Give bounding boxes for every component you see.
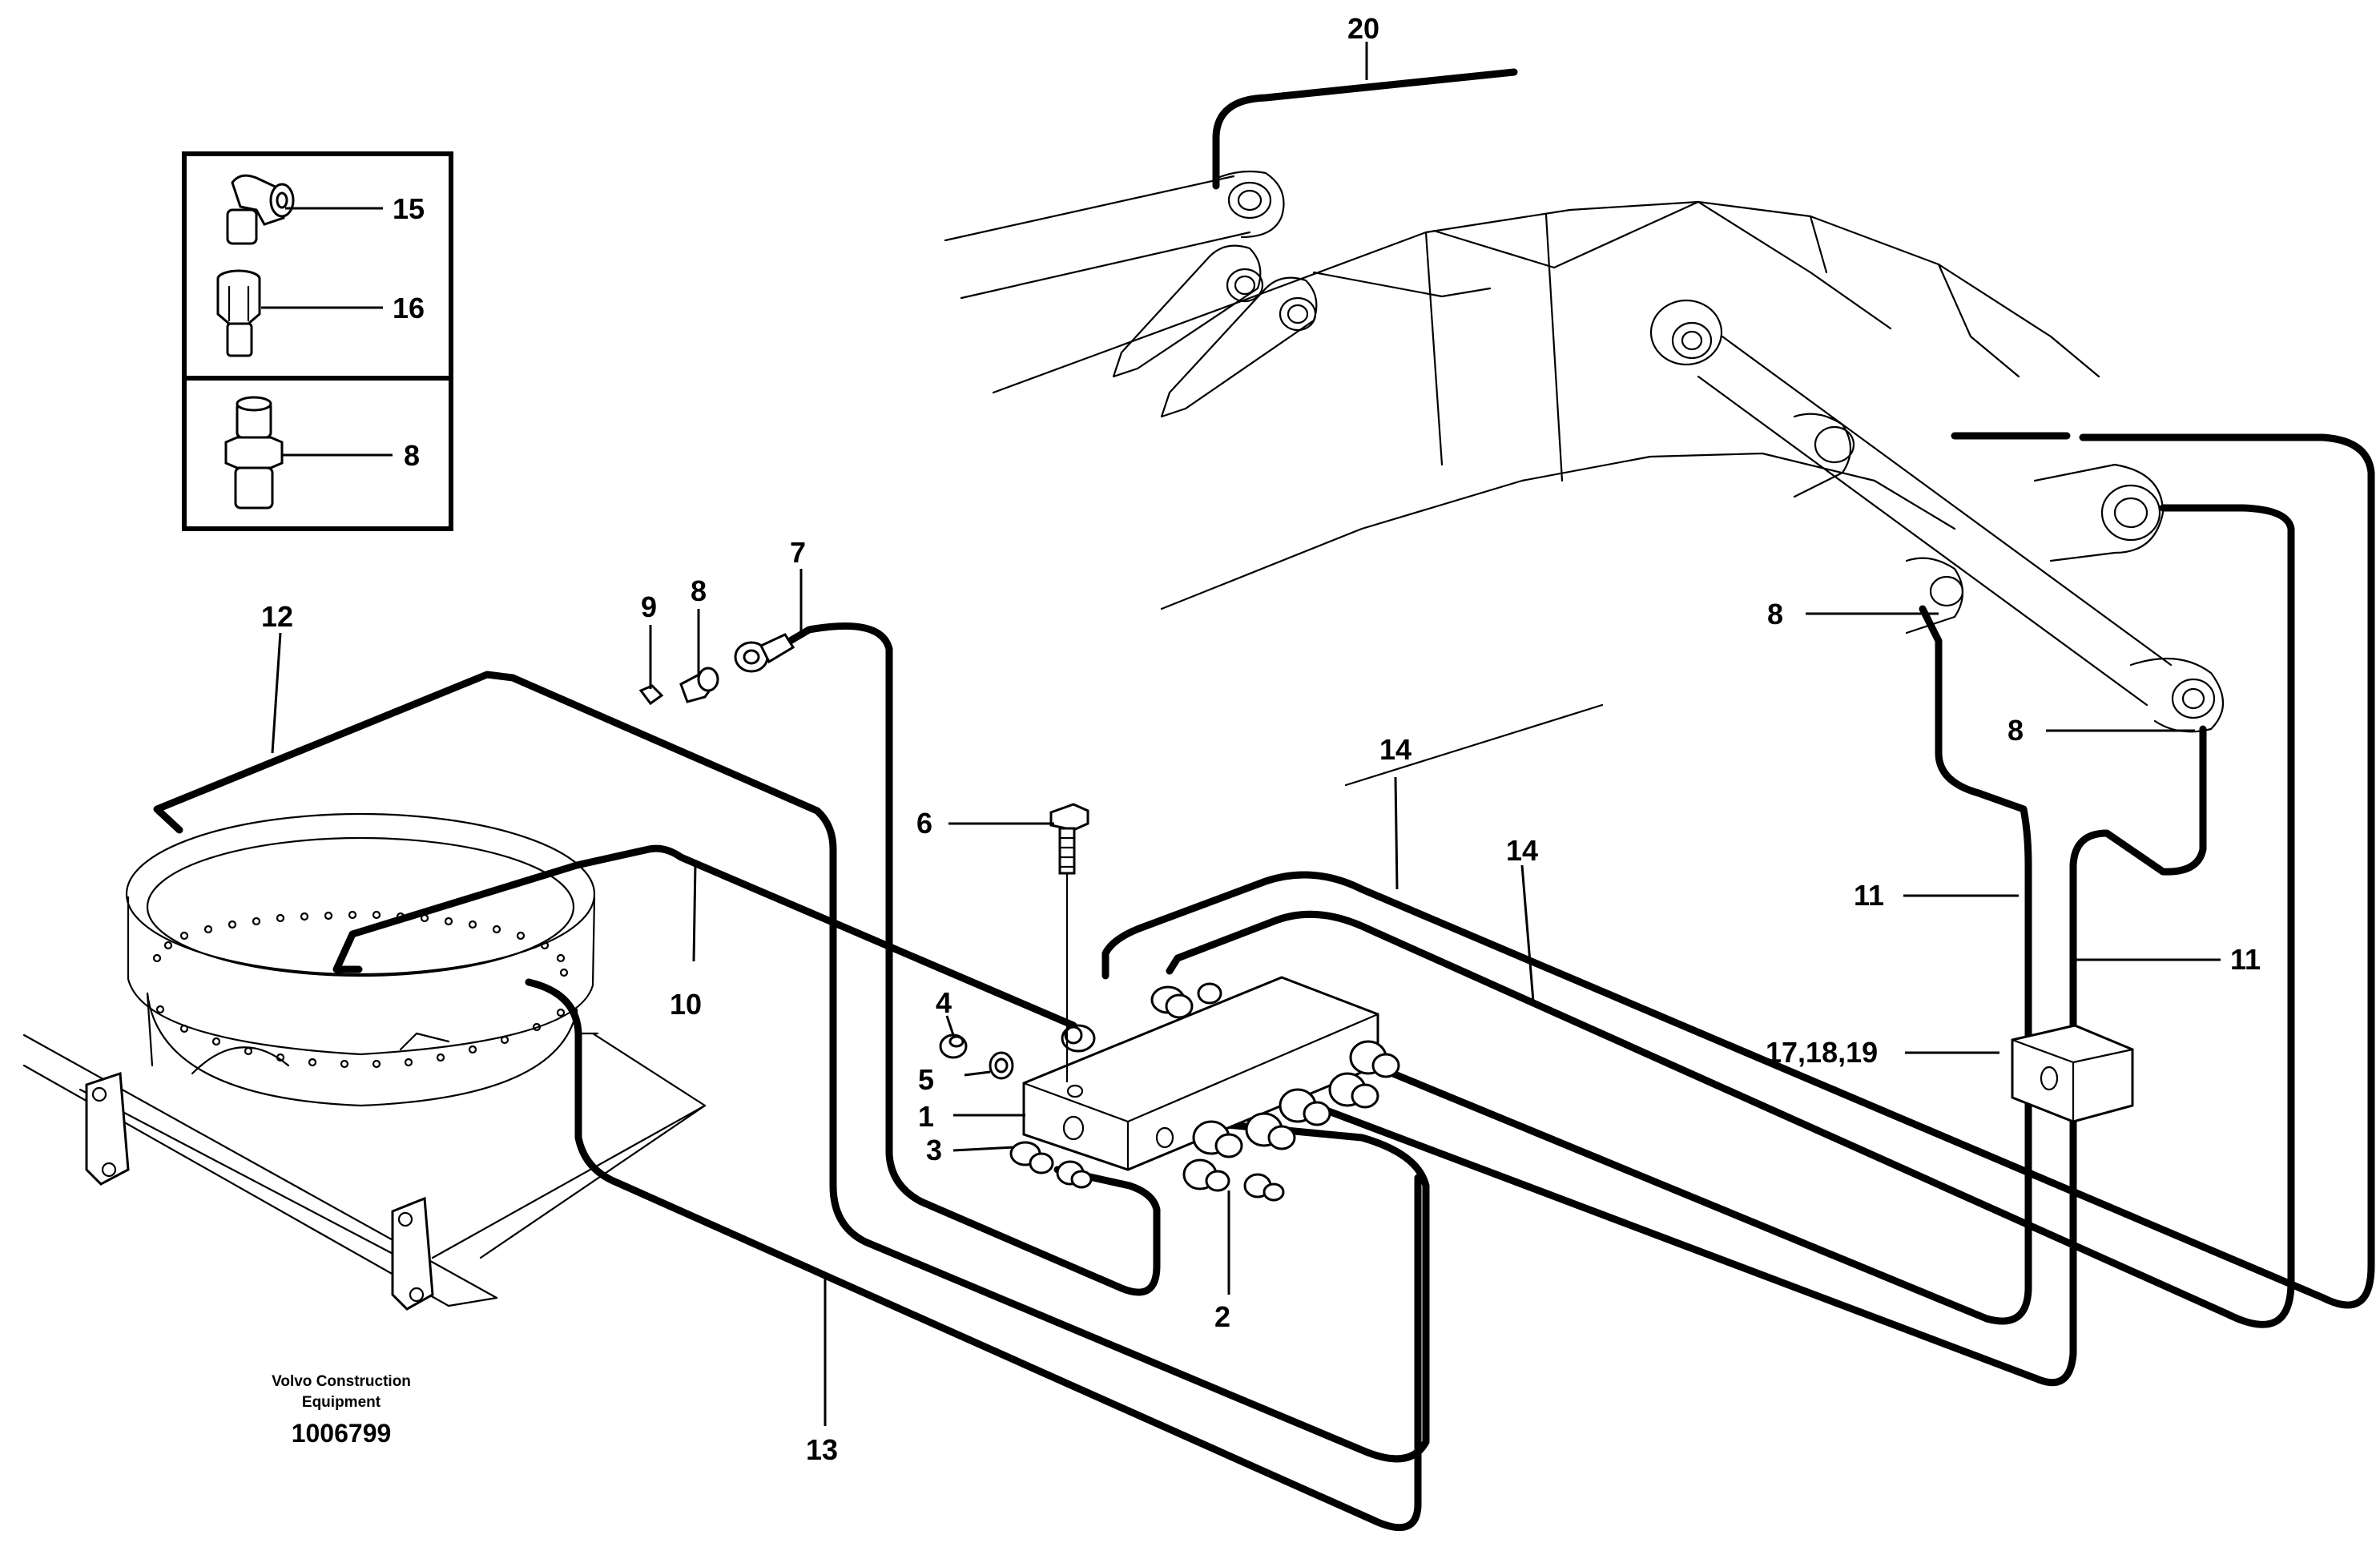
document-number: 1006799 bbox=[292, 1419, 392, 1448]
callout-12: 12 bbox=[261, 600, 293, 633]
callout-14-lower: 14 bbox=[1506, 834, 1538, 867]
callout-5: 5 bbox=[918, 1063, 934, 1096]
callout-9: 9 bbox=[641, 590, 657, 623]
hose-fittings bbox=[638, 633, 2134, 1202]
credit-block: Volvo Construction Equipment 1006799 bbox=[272, 1373, 411, 1448]
callout-16: 16 bbox=[393, 292, 425, 324]
callout-3: 3 bbox=[926, 1134, 942, 1166]
callout-8-inset: 8 bbox=[404, 439, 420, 472]
adapter-fitting-icon bbox=[216, 269, 261, 357]
nipple-fitting-icon bbox=[224, 396, 284, 510]
slew-ring-frame bbox=[22, 812, 707, 1311]
callout-10: 10 bbox=[670, 988, 702, 1021]
small-fittings-icon bbox=[638, 633, 795, 706]
excavator-boom bbox=[944, 170, 2225, 787]
callout-15: 15 bbox=[393, 192, 425, 225]
callout-7: 7 bbox=[790, 536, 806, 569]
callout-4: 4 bbox=[936, 986, 952, 1019]
callout-labels: 20 15 16 8 12 7 9 8 8 8 14 14 6 10 4 5 1… bbox=[261, 12, 2261, 1466]
hoses bbox=[153, 68, 2375, 1532]
credit-line-1: Volvo Construction bbox=[272, 1373, 411, 1390]
detail-inset bbox=[182, 151, 453, 531]
callout-8-small: 8 bbox=[691, 574, 707, 607]
callout-13: 13 bbox=[806, 1433, 838, 1466]
elbow-fitting-icon bbox=[226, 174, 295, 245]
callout-11-left: 11 bbox=[1854, 879, 1884, 912]
callout-2: 2 bbox=[1214, 1300, 1230, 1333]
callout-6: 6 bbox=[916, 807, 932, 840]
callout-20: 20 bbox=[1347, 12, 1379, 45]
bolt-holes bbox=[152, 910, 569, 1069]
credit-line-2: Equipment bbox=[302, 1394, 381, 1411]
bolt-icon bbox=[1049, 803, 1089, 875]
bracket-block-icon bbox=[2011, 1024, 2134, 1123]
callout-14-upper: 14 bbox=[1379, 733, 1411, 766]
callout-8-boom-upper: 8 bbox=[1767, 598, 1783, 630]
callout-8-boom-lower: 8 bbox=[2007, 714, 2024, 747]
leader-lines bbox=[271, 42, 2221, 1426]
callout-1: 1 bbox=[918, 1100, 934, 1133]
callout-11-right: 11 bbox=[2230, 943, 2261, 976]
callout-17-18-19: 17,18,19 bbox=[1766, 1036, 1878, 1069]
